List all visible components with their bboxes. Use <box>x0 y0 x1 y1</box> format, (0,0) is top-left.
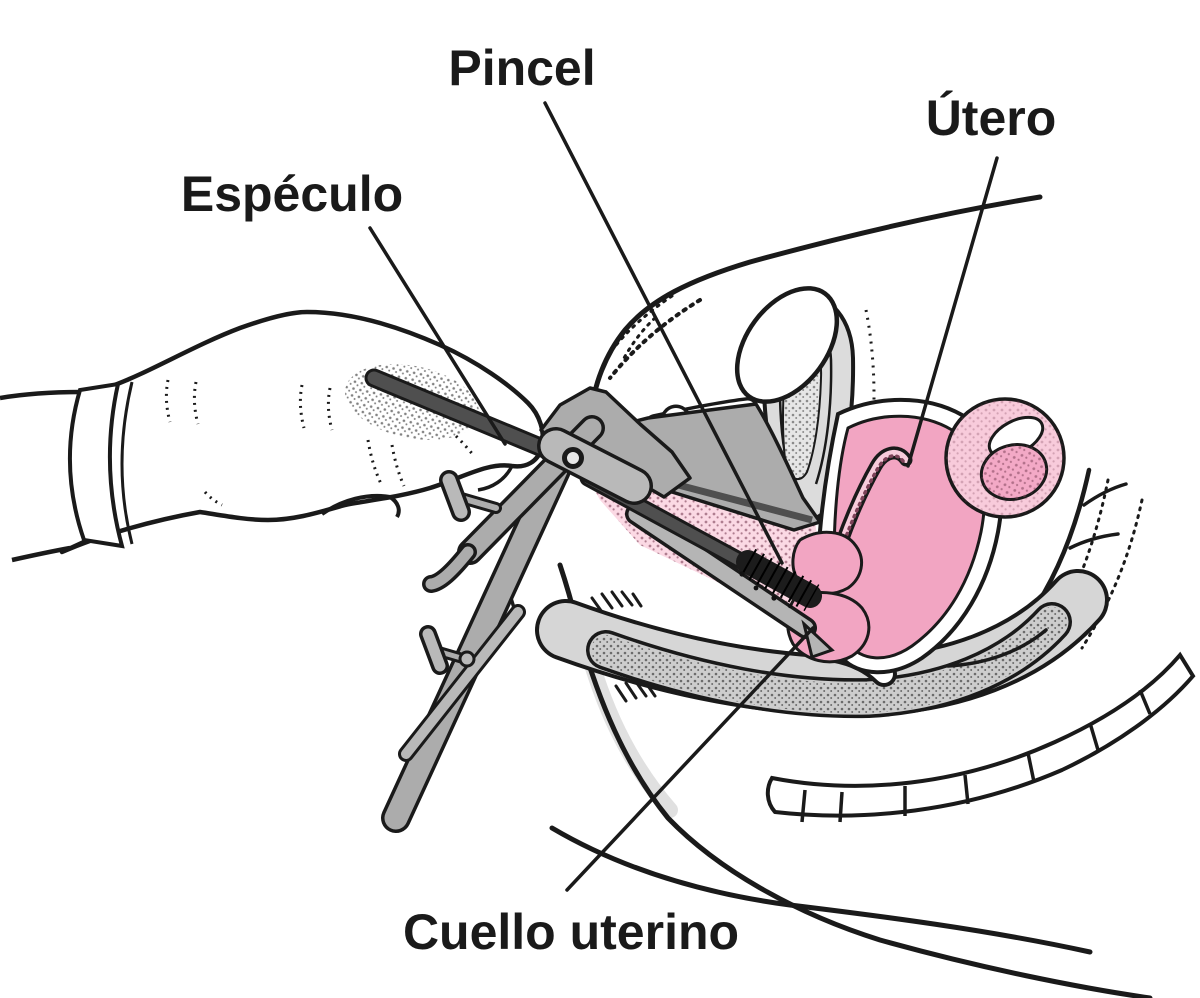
glove-cuff-inner-line <box>120 381 134 545</box>
leader-utero <box>906 156 999 468</box>
thumbscrew-lower <box>419 625 476 675</box>
speculum-rail <box>398 604 526 762</box>
gloved-hand <box>0 309 546 563</box>
glove-cuff <box>67 381 125 549</box>
mons-stipple-3 <box>622 316 657 360</box>
mons-stipple <box>608 298 702 380</box>
gluteal-fold-outline <box>549 825 1093 955</box>
vessel-branch-1 <box>1082 482 1128 507</box>
cervix-upper-lip <box>791 530 864 596</box>
brush-bristles <box>736 550 822 608</box>
leader-lines <box>368 101 999 892</box>
bristle-dots <box>739 571 793 609</box>
forearm-top-line <box>0 389 81 401</box>
leader-especulo <box>368 226 507 446</box>
rectum-stipple <box>591 607 1067 714</box>
rectum-curl <box>946 628 1048 668</box>
hand-outline <box>59 309 546 555</box>
leader-pincel <box>543 101 784 565</box>
labels: Pincel Útero Espéculo Cuello uterino <box>181 40 1056 960</box>
label-cuello-uterino: Cuello uterino <box>403 904 739 960</box>
perineum-hatching <box>590 590 657 703</box>
speculum-handle-long <box>381 455 571 833</box>
pubic-bone <box>734 286 840 404</box>
brush-handle <box>364 368 562 462</box>
abdomen-outline <box>588 194 1043 417</box>
thumbscrew-upper <box>439 470 502 522</box>
finger-fold <box>477 465 514 492</box>
label-pincel: Pincel <box>448 40 595 96</box>
coccyx-segments <box>800 689 1152 823</box>
label-especulo: Espéculo <box>181 166 403 222</box>
rectum <box>535 569 1109 719</box>
coccyx <box>765 651 1196 823</box>
pivot-screw <box>562 447 584 469</box>
brush-bristle-texture <box>740 548 820 612</box>
thumb-fold <box>320 493 401 518</box>
coccyx-band <box>765 651 1196 818</box>
mons-stipple-2 <box>610 294 674 352</box>
vessel-branch-2 <box>1068 532 1120 550</box>
label-utero: Útero <box>926 90 1057 146</box>
uterus-group <box>786 397 1066 675</box>
speculum-lower-blade <box>625 503 835 659</box>
glove-wrinkles <box>164 379 476 507</box>
ovary-stipple <box>981 444 1047 500</box>
speculum <box>381 386 822 833</box>
leader-cuello <box>565 626 815 892</box>
sacrum-dotted-2 <box>1080 498 1144 650</box>
